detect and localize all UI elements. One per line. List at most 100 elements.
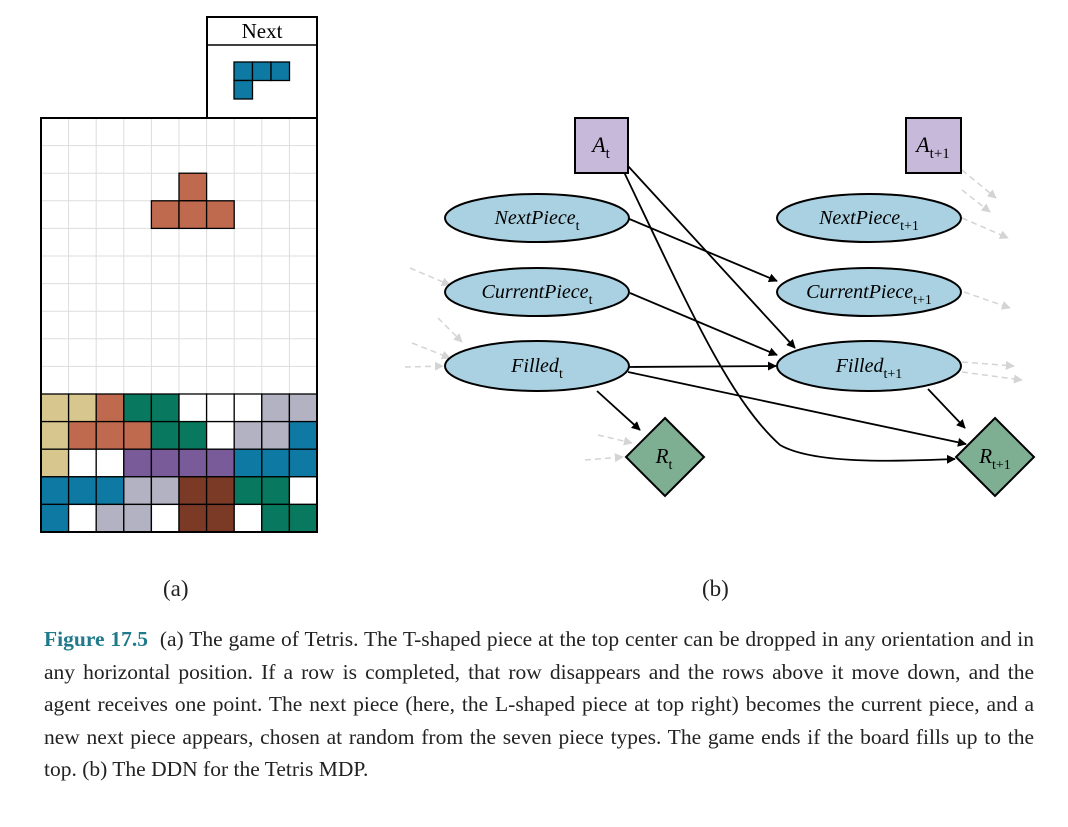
stack-cell <box>288 503 318 533</box>
node-r-t1-sub: t+1 <box>992 458 1011 473</box>
action-node-t <box>574 117 629 174</box>
next-piece <box>233 61 291 100</box>
stack-cell <box>205 476 235 506</box>
caption-text: (a) The game of Tetris. The T-shaped pie… <box>44 627 1035 781</box>
stack-cell <box>123 448 153 478</box>
stack-cell <box>123 503 153 533</box>
node-next-t1-base: NextPiece <box>818 207 900 229</box>
empty-stack-cell <box>150 503 180 533</box>
empty-stack-cell <box>288 476 318 506</box>
stack-cell <box>233 420 263 450</box>
svg-text:Filledt+1: Filledt+1 <box>835 355 903 382</box>
stack-cell <box>40 420 70 450</box>
stack-cell <box>67 393 97 423</box>
stack-cell <box>123 420 153 450</box>
tetris-cells <box>40 172 318 533</box>
node-a-t-sub: t <box>606 146 611 162</box>
stack-cell <box>205 448 235 478</box>
empty-stack-cell <box>95 448 125 478</box>
stack-cell <box>150 393 180 423</box>
stack-cell <box>40 448 70 478</box>
next-piece-cell <box>233 61 254 82</box>
ddn-edges <box>596 165 967 464</box>
action-node-t1 <box>905 117 962 174</box>
edge-filled-next-to-reward-next <box>927 388 966 429</box>
tetris-panel: Next <box>40 16 318 533</box>
node-a-t1-sub: t+1 <box>930 146 950 162</box>
svg-text:CurrentPiecet+1: CurrentPiecet+1 <box>806 281 932 308</box>
subfigure-label-a: (a) <box>163 576 189 601</box>
svg-text:At+1: At+1 <box>914 132 950 162</box>
svg-text:NextPiecet+1: NextPiecet+1 <box>818 207 919 234</box>
stack-cell <box>40 503 70 533</box>
stack-cell <box>288 420 318 450</box>
node-filled-t1-sub: t+1 <box>883 367 902 382</box>
node-a-t1-base: A <box>914 132 930 157</box>
next-piece-node-t <box>444 193 630 243</box>
stack-cell <box>205 503 235 533</box>
next-label: Next <box>242 19 283 43</box>
stack-cell <box>150 420 180 450</box>
empty-stack-cell <box>178 393 208 423</box>
stack-cell <box>178 476 208 506</box>
falling-piece-cell <box>178 172 208 202</box>
stack-cell <box>67 476 97 506</box>
stack-cell <box>67 420 97 450</box>
stack-cell <box>288 448 318 478</box>
stack-cell <box>95 503 125 533</box>
reward-node-t <box>624 416 706 498</box>
edge-next-to-current <box>626 217 778 283</box>
falling-piece-cell <box>178 200 208 230</box>
node-r-t-sub: t <box>668 458 672 473</box>
reward-node-t1 <box>954 416 1036 498</box>
empty-stack-cell <box>233 393 263 423</box>
stack-cell <box>233 448 263 478</box>
next-piece-cell <box>251 61 272 82</box>
edge-current-to-filled <box>629 292 778 356</box>
filled-node-t <box>444 340 630 392</box>
svg-text:Rt+1: Rt+1 <box>978 444 1011 473</box>
stack-cell <box>261 393 291 423</box>
next-piece-node-t1 <box>776 193 962 243</box>
next-piece-cell <box>233 79 254 100</box>
current-piece-node-t <box>444 267 630 317</box>
node-a-t-base: A <box>590 132 606 157</box>
stack-cell <box>95 420 125 450</box>
node-curr-t1-sub: t+1 <box>913 293 932 308</box>
stack-cell <box>261 420 291 450</box>
node-filled-t-base: Filled <box>510 355 560 377</box>
edge-action-to-reward-next <box>623 171 956 464</box>
stack-cell <box>178 503 208 533</box>
edge-filled-to-reward <box>596 390 641 431</box>
next-box: Next <box>206 16 318 119</box>
stack-cell <box>233 476 263 506</box>
node-curr-t1-base: CurrentPiece <box>806 281 913 303</box>
svg-text:At: At <box>590 132 610 162</box>
node-next-t1-sub: t+1 <box>900 219 919 234</box>
stack-cell <box>261 476 291 506</box>
stack-cell <box>150 448 180 478</box>
node-filled-t1-base: Filled <box>835 355 885 377</box>
node-curr-t-base: CurrentPiece <box>482 281 589 303</box>
figure-caption: Figure 17.5 (a) The game of Tetris. The … <box>44 623 1034 786</box>
edge-filled-to-reward-next <box>627 371 967 447</box>
empty-stack-cell <box>205 393 235 423</box>
stack-cell <box>40 476 70 506</box>
stack-cell <box>150 476 180 506</box>
empty-stack-cell <box>67 503 97 533</box>
stack-cell <box>178 420 208 450</box>
stack-cell <box>95 393 125 423</box>
svg-text:Filledt: Filledt <box>510 355 563 382</box>
figure: Next <box>40 16 1036 533</box>
stack-cell <box>123 476 153 506</box>
next-piece-cell <box>270 61 291 82</box>
svg-text:Rt: Rt <box>655 444 673 473</box>
current-piece-node-t1 <box>776 267 962 317</box>
edge-action-to-filled <box>627 165 796 349</box>
empty-stack-cell <box>67 448 97 478</box>
edge-filled-to-filled <box>627 361 777 371</box>
falling-piece-cell <box>150 200 180 230</box>
node-r-t-base: R <box>655 444 669 468</box>
svg-text:CurrentPiecet: CurrentPiecet <box>482 281 593 308</box>
node-r-t1-base: R <box>978 444 992 468</box>
